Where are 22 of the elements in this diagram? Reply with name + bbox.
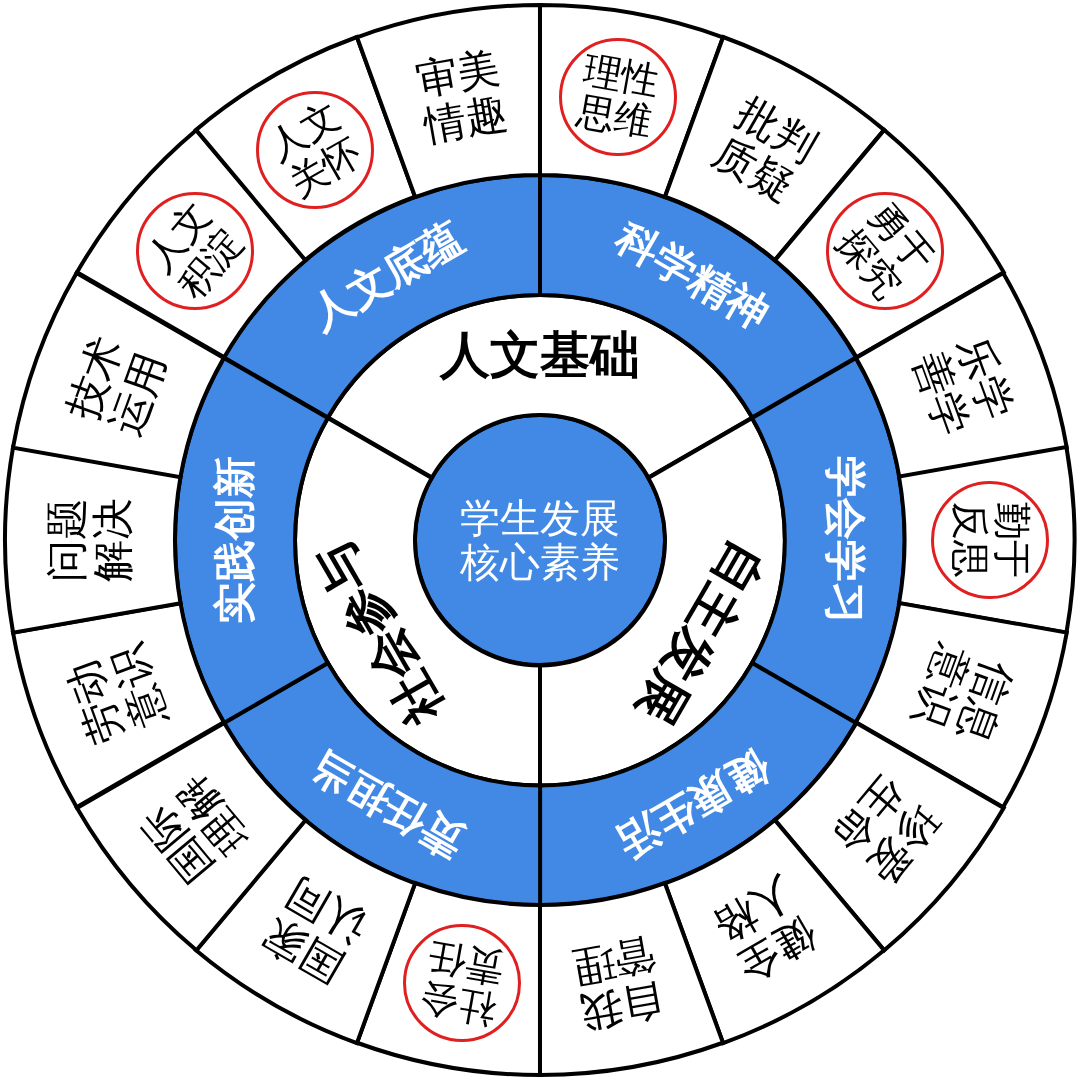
segment-label: 技术运用 xyxy=(57,329,177,444)
segment-label: 信息意识 xyxy=(903,637,1023,752)
segment-label: 社会责任 xyxy=(415,935,508,1032)
segment-label: 责任担当 xyxy=(301,740,474,870)
segment-label: 批判质疑 xyxy=(704,87,827,214)
segment-label: 理性思维 xyxy=(572,48,665,145)
segment-label: 人文基础 xyxy=(438,327,641,383)
segment-label: 勤于反思 xyxy=(948,501,1032,580)
segment-label: 学生发展核心素养 xyxy=(459,496,621,584)
segment-label: 人文积淀 xyxy=(137,193,253,309)
segment-label: 勇于探究 xyxy=(827,193,943,309)
segment-label: 人文关怀 xyxy=(259,94,370,207)
segment-label: 自主发展 xyxy=(624,530,777,736)
segment-label: 劳动意识 xyxy=(57,637,177,752)
segment-label: 审美情趣 xyxy=(411,43,513,151)
segment-label: 自我管理 xyxy=(567,929,669,1037)
segment-label: 实践创新 xyxy=(211,455,259,626)
segment-label: 健康生活 xyxy=(606,740,779,870)
segment-label: 乐学善学 xyxy=(903,329,1023,444)
segment-label: 学会学习 xyxy=(821,455,869,626)
segment-label: 社会参与 xyxy=(303,530,456,736)
segment-label: 问题解决 xyxy=(43,497,137,584)
